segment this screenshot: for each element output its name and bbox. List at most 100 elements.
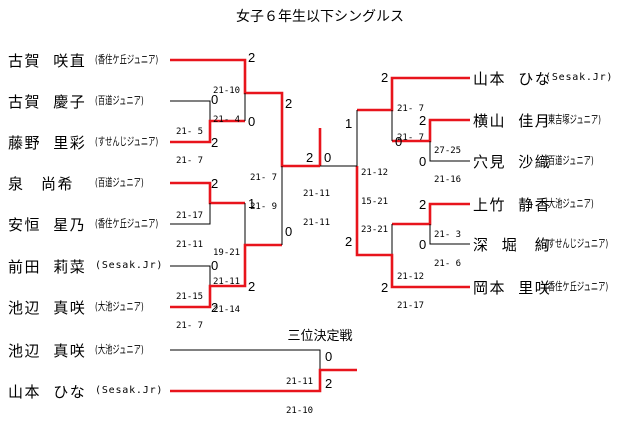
player-row: 安恒 星乃 (香住ケ丘ジュニア) [8, 215, 158, 234]
player-club: (すせんじジュニア) [545, 237, 609, 250]
game-count: 2 [306, 150, 314, 165]
player-club: (Sesak.Jr) [545, 72, 614, 83]
player-club: (大池ジュニア) [545, 197, 594, 210]
set-score: 21-15 [176, 292, 204, 302]
player-name: 古賀 咲直 [8, 51, 87, 70]
game-count: 0 [285, 224, 293, 239]
game-count: 2 [381, 280, 389, 295]
set-score: 21-14 [213, 305, 241, 315]
set-score: 21-16 [434, 174, 462, 185]
game-count: 0 [211, 258, 219, 273]
bracket-line-uetake [392, 202, 470, 226]
set-score: 21-17 [397, 300, 425, 311]
game-count: 0 [325, 349, 333, 364]
set-scores: 21-12 15-21 23-21 [361, 150, 388, 245]
player-club: (大池ジュニア) [95, 300, 144, 313]
set-scores: 21- 7 21- 7 [397, 86, 424, 153]
player-row: 岡本 里咲 (香住ケ丘ジュニア) [473, 278, 608, 297]
player-club: (すせんじジュニア) [95, 135, 159, 148]
game-count: 2 [211, 135, 219, 150]
set-score: 21- 7 [397, 104, 425, 114]
page-title: 女子６年生以下シングルス [236, 9, 404, 25]
player-name: 横山 佳月 [473, 111, 552, 130]
player-row: 上竹 静香 (大池ジュニア) [473, 195, 594, 214]
player-row: 山本 ひな (Sesak.Jr) [8, 382, 162, 401]
set-score: 21-11 [213, 276, 241, 287]
game-count: 0 [248, 114, 256, 129]
game-count: 2 [211, 300, 219, 315]
set-scores: 21-10 21- 4 [213, 68, 240, 135]
bracket-line-ikebe [170, 243, 282, 309]
set-score: 21-12 [361, 168, 389, 178]
set-score: 21-11 [286, 377, 314, 387]
set-score: 21- 9 [250, 201, 278, 212]
player-name: 池辺 真咲 [8, 298, 87, 317]
player-club: (Sesak.Jr) [95, 385, 164, 396]
game-count: 2 [381, 70, 389, 85]
player-club: (百道ジュニア) [95, 176, 144, 189]
set-score: 21-11 [176, 239, 204, 250]
player-name: 池辺 真咲 [8, 341, 87, 360]
game-count: 2 [345, 234, 353, 249]
set-scores: 21-15 21- 7 [176, 274, 203, 341]
player-row: 古賀 咲直 (香住ケ丘ジュニア) [8, 51, 158, 70]
set-score: 27-25 [434, 146, 462, 156]
bracket-line-third-ikebe [170, 349, 321, 370]
game-count: 2 [248, 279, 256, 294]
player-name: 上竹 静香 [473, 195, 552, 214]
set-score: 21-10 [213, 86, 241, 96]
player-name: 藤野 里彩 [8, 133, 87, 152]
game-count: 0 [324, 150, 332, 165]
set-scores: 21- 7 21- 9 [250, 155, 277, 222]
set-scores: 21-12 21-17 [397, 254, 424, 321]
player-club: (Sesak.Jr) [95, 260, 164, 271]
player-name: 安恒 星乃 [8, 215, 87, 234]
bracket-line-koga-keiko [170, 100, 211, 121]
bracket-line-yasutsune [170, 203, 211, 225]
player-row: 前田 莉菜 (Sesak.Jr) [8, 257, 162, 276]
set-scores: 21-17 21-11 [176, 193, 203, 260]
player-row: 穴見 沙織 (百道ジュニア) [473, 152, 594, 171]
player-club: (大池ジュニア) [95, 343, 144, 356]
set-score: 21-17 [176, 211, 204, 221]
set-scores: 21- 5 21- 7 [176, 109, 203, 176]
player-club: (香住ケ丘ジュニア) [95, 217, 159, 230]
set-score: 21-11 [303, 189, 331, 199]
set-score: 21- 7 [176, 320, 204, 331]
bracket-line-izumi [170, 181, 245, 205]
bracket-line-fujino [170, 119, 245, 144]
bracket-line-third-yamamoto [170, 368, 357, 393]
set-score: 21- 3 [434, 230, 462, 240]
player-row: 深 堀 絢 (すせんじジュニア) [473, 235, 608, 254]
set-score: 21- 7 [176, 155, 204, 166]
set-score: 21- 4 [213, 114, 241, 125]
player-club: (百道ジュニア) [545, 154, 594, 167]
player-name: 山本 ひな [473, 69, 552, 88]
player-name: 前田 莉菜 [8, 257, 87, 276]
game-count: 2 [419, 113, 427, 128]
player-name: 岡本 里咲 [473, 278, 552, 297]
set-scores: 21-11 21-10 [286, 359, 313, 426]
game-count: 2 [285, 96, 293, 111]
bracket-line-fukabori [429, 224, 470, 245]
player-name: 穴見 沙織 [473, 152, 552, 171]
game-count: 2 [325, 376, 333, 391]
set-scores: 19-21 21-11 21-14 [213, 230, 240, 325]
game-count: 0 [419, 237, 427, 252]
set-score: 21- 6 [434, 258, 462, 269]
player-row: 横山 佳月 (東吉塚ジュニア) [473, 111, 601, 130]
set-score: 15-21 [361, 196, 389, 207]
player-name: 泉 尚希 [8, 174, 75, 193]
game-count: 1 [345, 116, 353, 131]
set-score: 23-21 [361, 225, 389, 235]
player-row: 藤野 里彩 (すせんじジュニア) [8, 133, 158, 152]
bracket-line-yamamoto [357, 76, 470, 112]
set-score: 21-10 [286, 405, 314, 416]
player-club: (百道ジュニア) [95, 94, 144, 107]
set-score: 21-11 [303, 217, 331, 228]
set-score: 21-12 [397, 272, 425, 282]
bracket-line-koga-sakina [170, 58, 320, 168]
bracket-line-maeda [170, 265, 211, 286]
bracket-line-okamoto [355, 166, 470, 289]
set-score: 19-21 [213, 248, 241, 258]
